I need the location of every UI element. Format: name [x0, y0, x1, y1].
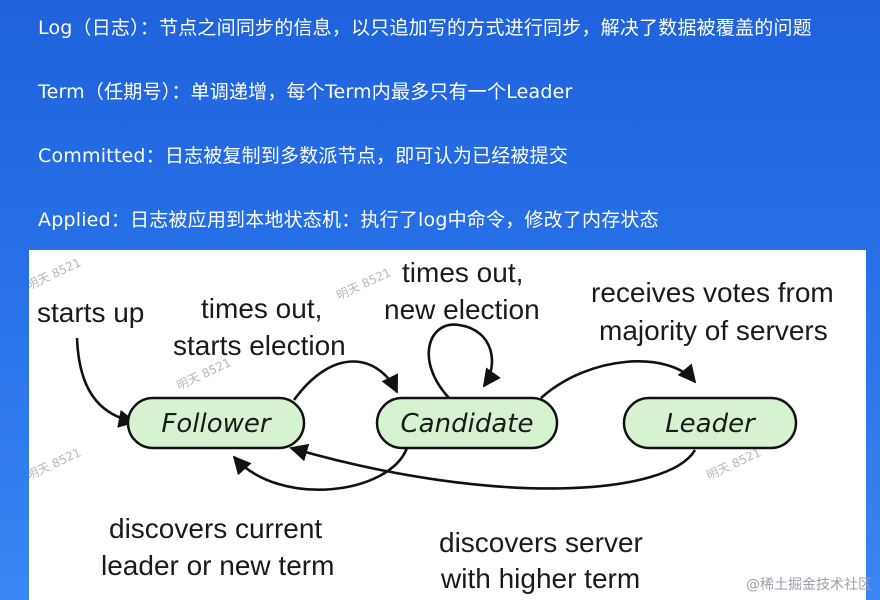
label-times-out-1: times out, [201, 293, 322, 324]
label-discovers-current: discovers current [109, 513, 322, 544]
raft-state-diagram: 明天 8521 明天 8521 明天 8521 明天 8521 明天 8521 … [29, 250, 866, 600]
label-discovers-server: discovers server [439, 527, 643, 558]
arrow-starts-up [75, 337, 137, 428]
label-leader-or-new-term: leader or new term [101, 550, 334, 581]
leader-label: Leader [665, 409, 757, 439]
arrow-discovers-current-leader [232, 447, 409, 491]
arrow-times-out-new-election [427, 323, 501, 399]
label-times-out-2: times out, [402, 257, 523, 288]
label-starts-election: starts election [173, 330, 346, 361]
candidate-state [375, 396, 559, 450]
leader-state [622, 396, 798, 450]
label-new-election: new election [384, 294, 540, 325]
watermark: 明天 8521 [29, 445, 83, 482]
arrow-discovers-higher-term [289, 443, 697, 490]
label-receives-votes: receives votes from [591, 277, 834, 308]
watermark: 明天 8521 [29, 255, 83, 292]
bullet-log: Log（日志）：节点之间同步的信息，以只追加写的方式进行同步，解决了数据被覆盖的… [38, 17, 812, 39]
state-diagram-svg: 明天 8521 明天 8521 明天 8521 明天 8521 明天 8521 … [29, 255, 834, 594]
candidate-label: Candidate [401, 409, 534, 439]
arrow-times-out-starts-election [292, 360, 399, 401]
follower-state [126, 396, 306, 450]
bullet-term: Term（任期号）：单调递增，每个Term内最多只有一个Leader [38, 81, 573, 103]
watermark: 明天 8521 [704, 445, 763, 482]
label-starts-up: starts up [37, 297, 144, 328]
bullet-committed: Committed：日志被复制到多数派节点，即可认为已经被提交 [38, 145, 569, 167]
bullet-applied: Applied：日志被应用到本地状态机：执行了log中命令，修改了内存状态 [38, 209, 659, 231]
juejin-watermark: @稀土掘金技术社区 [746, 577, 872, 593]
arrow-receives-votes [540, 360, 697, 399]
label-with-higher-term: with higher term [440, 563, 640, 594]
label-majority-of-servers: majority of servers [599, 315, 828, 346]
follower-label: Follower [161, 409, 272, 439]
